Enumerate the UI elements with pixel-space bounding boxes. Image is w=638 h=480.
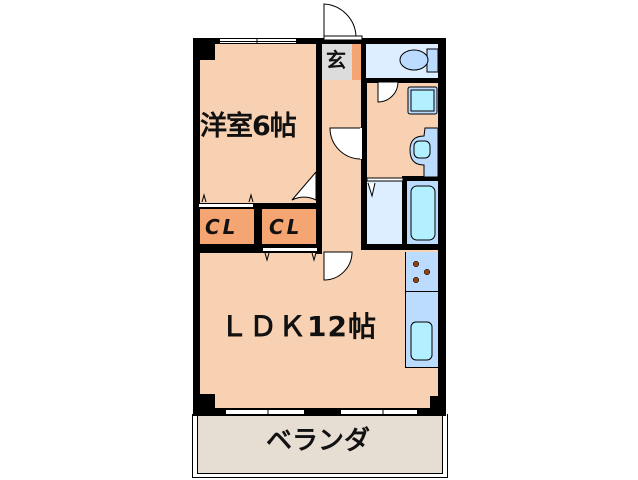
wall-left <box>193 38 200 416</box>
stove-burners <box>412 260 431 284</box>
window-top-line <box>220 41 296 42</box>
pillar-tl <box>193 38 215 60</box>
ldk-door <box>323 251 353 281</box>
toilet <box>399 48 439 73</box>
washbasin <box>407 86 438 115</box>
wall-wet-bottom <box>361 244 440 250</box>
closet-2 <box>262 209 318 245</box>
pillar-bl <box>193 394 215 416</box>
closet-1 <box>198 209 254 245</box>
western-room-side-door <box>291 170 317 201</box>
western-room-door <box>329 127 362 160</box>
bathtub <box>410 185 436 241</box>
entrance-label: 玄 <box>326 48 346 72</box>
wall-western-east <box>316 44 322 254</box>
stove <box>405 252 438 292</box>
balcony-floor <box>197 416 443 474</box>
wall-entrance-right <box>361 44 366 80</box>
washroom-door <box>377 81 399 103</box>
wall-bath-top <box>403 176 440 181</box>
wall-right <box>438 38 446 416</box>
wall-top <box>193 38 446 44</box>
western-room-label: 洋室6帖 <box>200 111 297 142</box>
window-bottom-1 <box>226 409 304 415</box>
closet-1-door <box>198 203 254 208</box>
balcony-label: ベランダ <box>265 426 370 456</box>
entrance <box>322 44 352 80</box>
window-bottom-2 <box>341 409 417 415</box>
entrance-door <box>323 3 363 41</box>
wall-closet-divider <box>254 203 262 251</box>
wall-bath-divider <box>402 176 407 248</box>
washing-machine <box>409 127 439 178</box>
kitchen-sink <box>410 321 433 361</box>
shoe-cabinet <box>352 44 361 80</box>
closet-2-door <box>262 247 318 252</box>
wall-entrance-bottom <box>361 78 440 83</box>
wall-corridor-east <box>361 80 367 248</box>
closet-1-label: CL <box>205 215 239 239</box>
wall-bottom <box>193 408 446 416</box>
ldk-label: ＬＤＫ12帖 <box>220 310 377 343</box>
pillar-br <box>430 396 446 416</box>
closet-2-label: CL <box>269 215 303 239</box>
